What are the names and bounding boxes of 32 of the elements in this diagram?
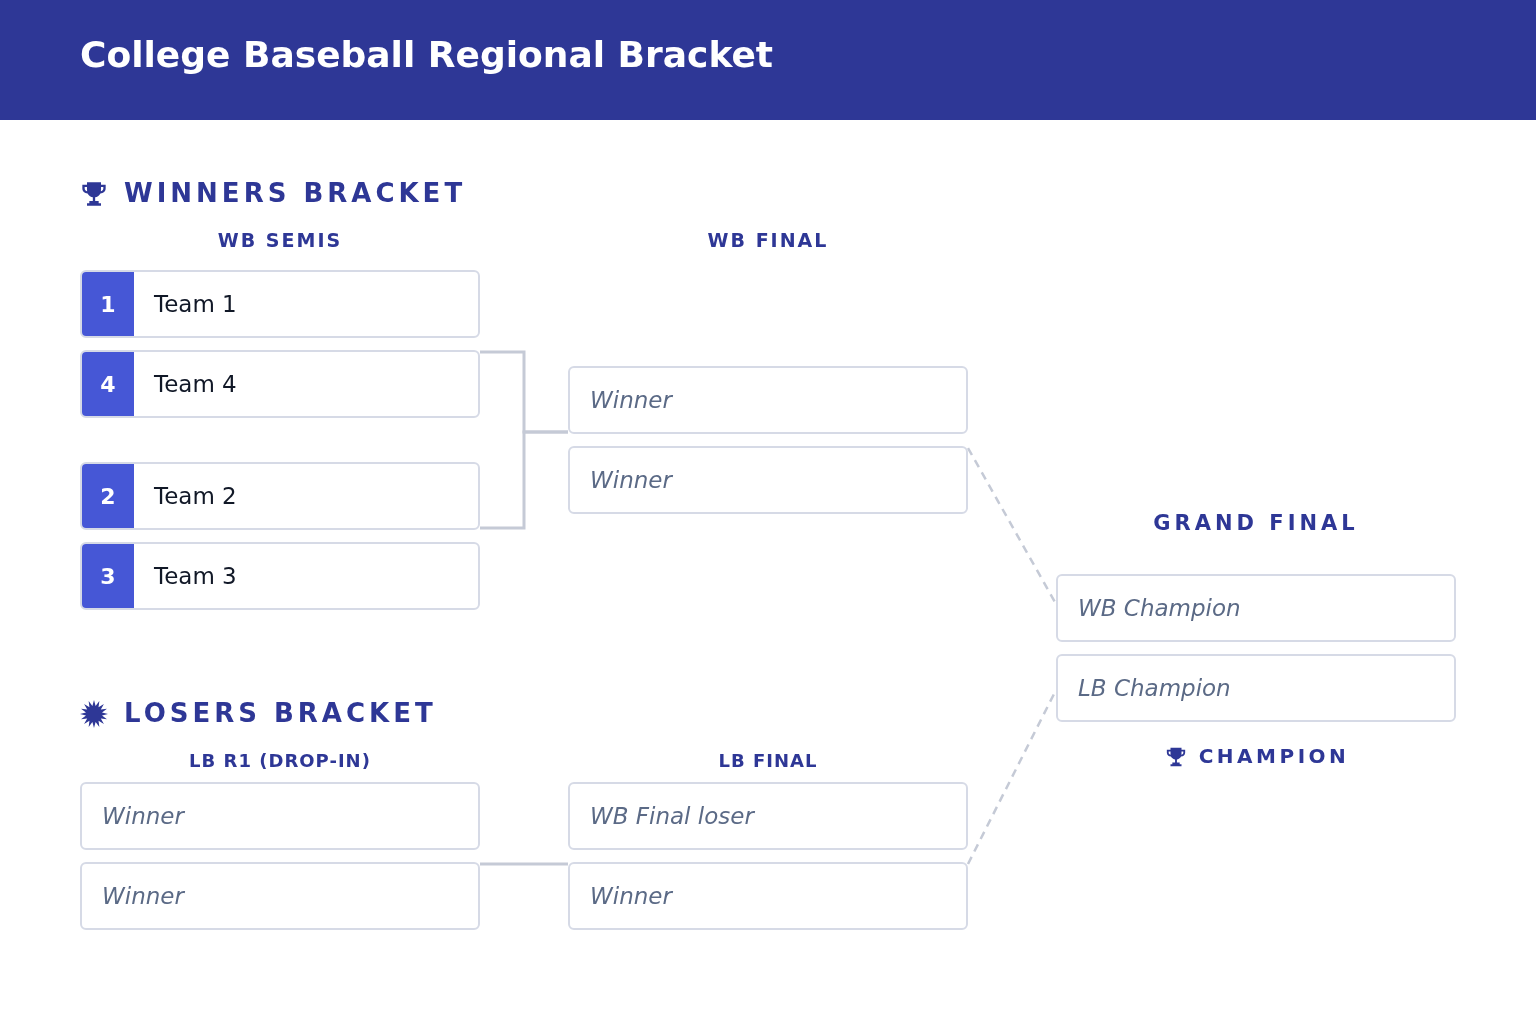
team-slot — [80, 270, 480, 338]
bracket-connector — [480, 430, 568, 530]
round-heading: GRAND FINAL — [1153, 511, 1359, 535]
seed-number: 1 — [82, 272, 134, 336]
round-heading: WB FINAL — [707, 229, 829, 251]
team-slot — [80, 350, 480, 418]
placeholder-slot: Winner — [80, 862, 480, 930]
team-name: Team 3 — [153, 563, 237, 589]
placeholder-slot: Winner — [568, 862, 968, 930]
team-slot — [80, 542, 480, 610]
round-heading: CHAMPION — [1198, 744, 1350, 768]
dashed-connector — [966, 447, 1058, 605]
placeholder-slot: Winner — [80, 782, 480, 850]
round-heading: WB SEMIS — [217, 229, 343, 251]
seed-number: 4 — [82, 352, 134, 416]
placeholder-slot: Winner — [568, 446, 968, 514]
placeholder-slot: LB Champion — [1056, 654, 1456, 722]
placeholder-slot: WB Final loser — [568, 782, 968, 850]
section-heading: LOSERS BRACKET — [124, 698, 437, 728]
team-slot — [80, 462, 480, 530]
placeholder-slot: Winner — [568, 366, 968, 434]
section-heading: WINNERS BRACKET — [124, 178, 467, 208]
placeholder-slot: WB Champion — [1056, 574, 1456, 642]
bracket-connector — [480, 862, 568, 866]
round-heading: LB R1 (DROP-IN) — [189, 750, 371, 771]
team-name: Team 2 — [153, 483, 237, 509]
team-name: Team 1 — [153, 291, 237, 317]
seed-number: 3 — [82, 544, 134, 608]
page-title: College Baseball Regional Bracket — [80, 34, 774, 75]
seed-number: 2 — [82, 464, 134, 528]
team-name: Team 4 — [153, 371, 237, 397]
round-heading: LB FINAL — [718, 750, 818, 771]
